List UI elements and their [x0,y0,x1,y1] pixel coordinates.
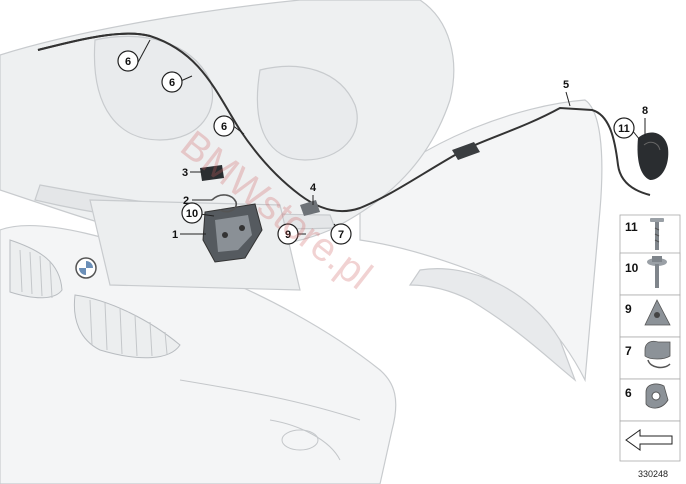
diagram-number: 330248 [638,469,668,479]
callout-2-label: 2 [183,195,189,207]
callout-6-upper: 6 [117,50,139,72]
callout-7: 7 [330,223,352,245]
callout-9-label: 9 [285,229,291,241]
callout-10-label: 10 [186,208,198,220]
cable-holder-icon [645,383,669,409]
callout-9: 9 [277,223,299,245]
callout-5-label: 5 [563,79,569,91]
kidney-grille [9,239,181,359]
callout-4: 4 [310,182,317,194]
callout-6-label: 6 [125,56,131,68]
legend-number-7: 7 [625,344,632,358]
callout-10: 10 [181,202,203,224]
legend-number-10: 10 [625,261,639,275]
bmw-logo [75,257,97,279]
callout-1-label: 1 [172,229,178,241]
screw-icon [650,218,664,250]
legend-number-11: 11 [625,220,638,234]
catch-hook-part [211,194,238,213]
car-body-illustration [0,0,603,484]
callout-6-label: 6 [221,121,227,133]
callout-1: 1 [172,229,178,241]
callout-3: 3 [182,167,188,179]
hood-lock-part [202,203,263,263]
legend-number-6: 6 [625,386,632,400]
legend-number-9: 9 [625,302,632,316]
callout-7-label: 7 [338,229,344,241]
cable-clip-part [300,200,320,216]
callout-5: 5 [563,79,569,91]
release-lever-part [637,132,669,180]
bolt-icon [647,256,667,288]
callout-8: 8 [642,105,648,117]
navigation-arrow-icon [625,429,673,451]
callout-8-label: 8 [642,105,648,117]
cable-bracket-part [452,142,480,160]
callout-11: 11 [613,117,635,139]
rubber-buffer-part [200,165,224,181]
callout-6-lower: 6 [213,115,235,137]
callout-4-label: 4 [310,182,317,194]
callout-6-middle: 6 [161,71,183,93]
callout-2: 2 [183,195,189,207]
callout-6-label: 6 [169,77,175,89]
bowden-cable [37,32,651,213]
callout-11-label: 11 [618,123,630,135]
cable-clip-icon [644,340,671,369]
clip-nut-icon [644,299,671,326]
callout-3-label: 3 [182,167,188,179]
parts-legend: 11 10 9 7 6 [619,214,681,462]
front-bumper-details [179,379,361,461]
